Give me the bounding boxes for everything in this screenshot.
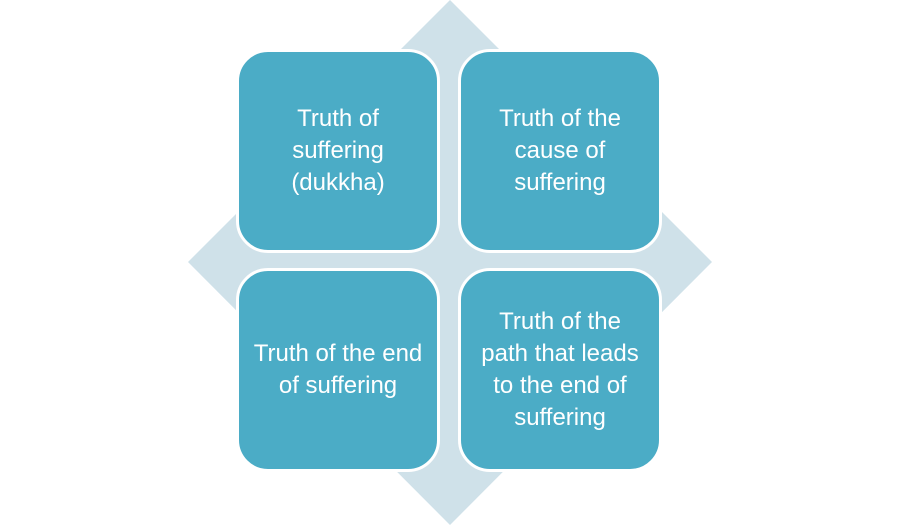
- quadrant-label: Truth of the end of suffering: [253, 340, 423, 399]
- quadrant-label: Truth of the path that leads to the end …: [481, 308, 639, 431]
- quadrant-label: Truth of suffering (dukkha): [291, 105, 385, 196]
- quadrant-end-of-suffering: Truth of the end of suffering: [236, 268, 440, 472]
- quadrant-path: Truth of the path that leads to the end …: [458, 268, 662, 472]
- quadrant-suffering: Truth of suffering (dukkha): [236, 49, 440, 253]
- quadrant-cause-of-suffering: Truth of the cause of suffering: [458, 49, 662, 253]
- quadrant-label: Truth of the cause of suffering: [499, 105, 621, 196]
